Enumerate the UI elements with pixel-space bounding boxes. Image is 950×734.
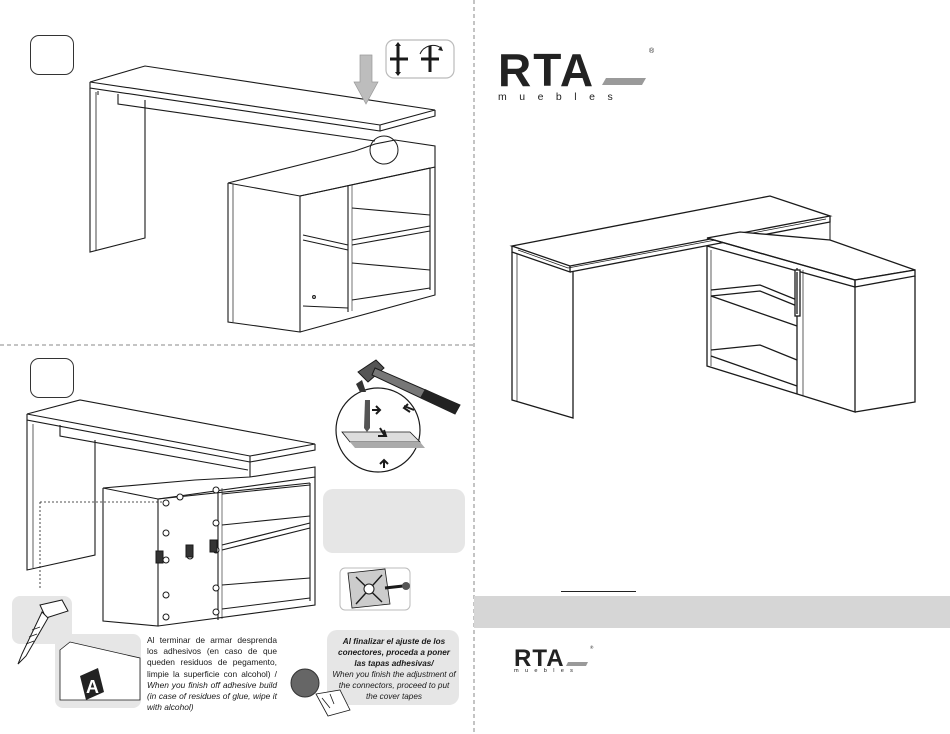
step-1-box bbox=[30, 35, 74, 75]
drill-icon bbox=[385, 39, 455, 79]
cover-cap-icon bbox=[290, 668, 351, 717]
rta-logo-small: RTA bbox=[514, 646, 588, 670]
svg-text:RTA: RTA bbox=[498, 48, 595, 96]
arrow-down-icon bbox=[353, 54, 379, 105]
blank-line bbox=[561, 591, 636, 592]
svg-text:RTA: RTA bbox=[514, 646, 565, 670]
step-2-box bbox=[30, 358, 74, 398]
svg-text:A: A bbox=[86, 677, 99, 697]
gray-band bbox=[474, 596, 950, 628]
note-box bbox=[327, 630, 459, 705]
cam-lock-icon bbox=[339, 567, 411, 611]
step-1-illustration bbox=[89, 39, 455, 333]
registered-mark: ® bbox=[649, 48, 655, 55]
connector-note: Al finalizar el ajuste de los conectores… bbox=[332, 637, 456, 701]
nail-icon bbox=[12, 596, 72, 665]
rta-logo: RTA bbox=[498, 48, 646, 96]
step-2-illustration: A bbox=[12, 359, 465, 717]
finish-instructions: Al terminar de armar desprenda los adhes… bbox=[147, 635, 277, 713]
logo-subtitle: muebles bbox=[498, 91, 626, 103]
registered-mark-small: ® bbox=[590, 645, 594, 650]
sticker-icon: A bbox=[55, 634, 141, 708]
info-box bbox=[323, 489, 465, 553]
hammer-icon bbox=[335, 359, 461, 473]
logo-subtitle-small: muebles bbox=[514, 668, 580, 674]
cam-screws bbox=[155, 486, 220, 621]
